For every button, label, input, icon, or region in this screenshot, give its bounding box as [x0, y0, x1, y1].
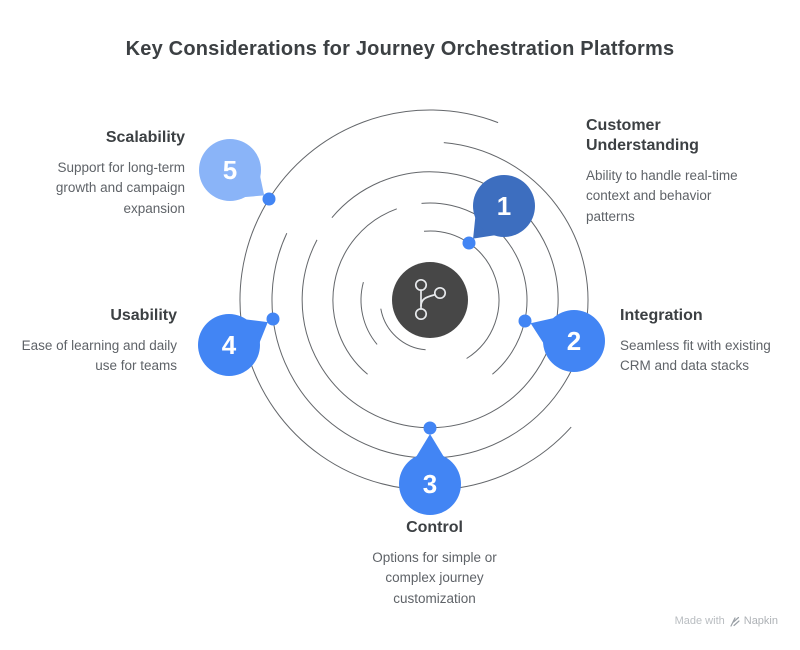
spiral-arc: [301, 171, 559, 429]
spiral-arc: [421, 202, 528, 375]
step-number-4: 4: [221, 329, 237, 360]
git-branch-icon: [414, 278, 447, 321]
watermark-brand: Napkin: [743, 615, 778, 627]
item-description: Ease of learning and daily use for teams: [21, 338, 177, 374]
spiral-arc: [360, 281, 378, 345]
item-usability: Usability Ease of learning and daily use…: [14, 306, 177, 377]
item-title: Integration: [620, 307, 703, 324]
item-title: Customer Understanding: [586, 117, 699, 154]
step-bubble-3: 3: [399, 453, 461, 515]
spiral-dot: [262, 192, 276, 206]
step-number-3: 3: [422, 468, 438, 499]
item-description: Ability to handle real-time context and …: [586, 168, 738, 224]
item-title: Scalability: [105, 129, 185, 146]
spiral-dots: [262, 192, 532, 435]
step-bubble-4: 4: [198, 314, 260, 376]
item-scalability: Scalability Support for long-term growth…: [22, 128, 185, 219]
item-title: Control: [406, 519, 463, 536]
item-control: Control Options for simple or complex jo…: [352, 518, 517, 609]
center-node: [392, 262, 468, 338]
spiral-arc: [380, 308, 426, 351]
watermark-prefix: Made with: [674, 615, 725, 627]
page-title: Key Considerations for Journey Orchestra…: [125, 38, 675, 60]
spiral-arc: [332, 208, 397, 375]
step-bubble-2: 2: [543, 310, 605, 372]
spiral-dot: [518, 314, 532, 328]
item-integration: Integration Seamless fit with existing C…: [620, 306, 798, 377]
spiral-arc: [271, 142, 589, 459]
napkin-logo-icon: [730, 616, 740, 627]
item-description: Support for long-term growth and campaig…: [55, 160, 185, 216]
spiral-arc: [423, 230, 500, 359]
step-number-2: 2: [566, 325, 582, 356]
watermark: Made with Napkin: [675, 615, 778, 627]
item-description: Seamless fit with existing CRM and data …: [620, 338, 771, 374]
item-title: Usability: [110, 307, 177, 324]
spiral-dot: [423, 421, 437, 435]
spiral-dot: [462, 236, 476, 250]
spiral-dot: [266, 312, 280, 326]
step-bubble-5: 5: [199, 139, 261, 201]
step-bubble-1: 1: [473, 175, 535, 237]
item-description: Options for simple or complex journey cu…: [372, 550, 497, 606]
item-customer-understanding: Customer Understanding Ability to handle…: [586, 116, 761, 227]
step-number-1: 1: [496, 190, 512, 221]
bubble-tail: [415, 434, 445, 458]
step-number-5: 5: [222, 154, 238, 185]
